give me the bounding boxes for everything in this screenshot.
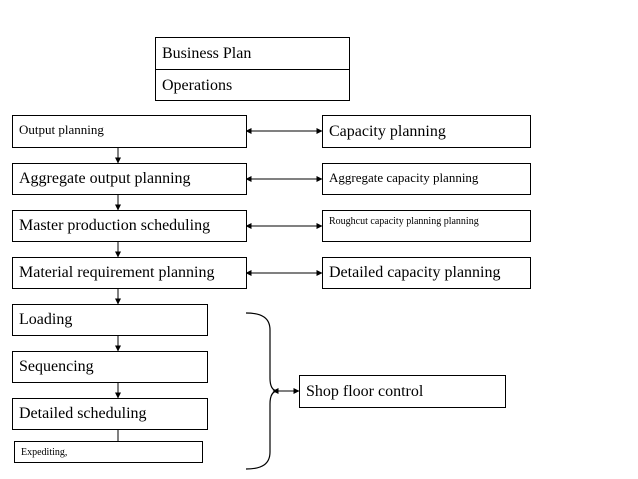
roughcut-capacity-planning-box: Roughcut capacity planning planning [322,210,531,242]
business-plan-operations-box: Business Plan Operations [155,37,350,101]
loading-box: Loading [12,304,208,336]
operations-label: Operations [156,69,349,101]
sequencing-box: Sequencing [12,351,208,383]
shop-floor-control-box: Shop floor control [299,375,506,408]
curly-brace [245,312,279,470]
expediting-box: Expediting, [14,441,203,463]
capacity-planning-box: Capacity planning [322,115,531,148]
business-plan-label: Business Plan [162,44,252,62]
aggregate-capacity-planning-box: Aggregate capacity planning [322,163,531,195]
detailed-scheduling-box: Detailed scheduling [12,398,208,430]
master-production-scheduling-box: Master production scheduling [12,210,247,242]
output-planning-box: Output planning [12,115,247,148]
material-requirement-planning-box: Material requirement planning [12,257,247,289]
detailed-capacity-planning-box: Detailed capacity planning [322,257,531,289]
aggregate-output-planning-box: Aggregate output planning [12,163,247,195]
